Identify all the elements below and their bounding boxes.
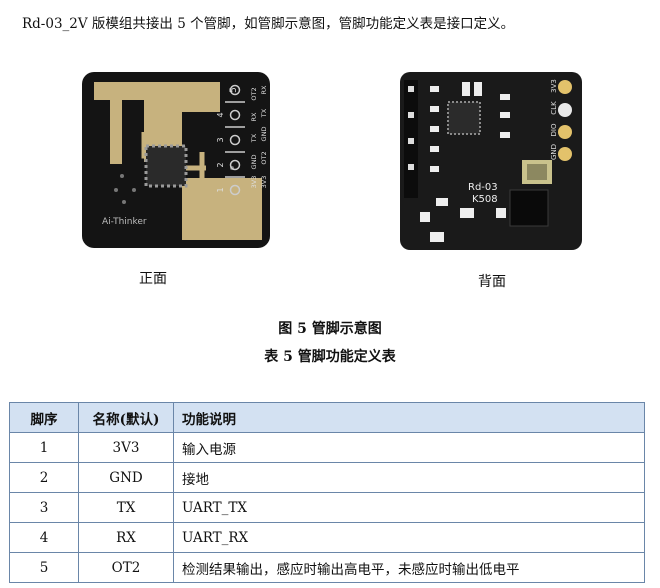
table-row: 4 RX UART_RX	[9, 522, 645, 553]
front-pin-label-inner-3: TX	[250, 133, 258, 143]
back-pad-label-3: DIO	[550, 123, 558, 136]
cell-pin-index: 2	[9, 462, 79, 493]
front-pin-label-inner-1: OT2	[250, 87, 258, 100]
cell-pin-index: 4	[9, 522, 79, 553]
cell-pin-name: OT2	[78, 552, 174, 583]
back-pad-label-1: 3V3	[550, 79, 558, 93]
header-pin-name: 名称(默认)	[78, 402, 174, 433]
cell-pin-name: TX	[78, 492, 174, 523]
pin-definition-table: 脚序 名称(默认) 功能说明 1 3V3 输入电源 2 GND 接地 3 TX …	[9, 402, 645, 583]
front-pin-number-2: 2	[216, 162, 225, 167]
front-pin-label-outer-2: TX	[260, 108, 268, 118]
cell-function: 检测结果输出，感应时输出高电平，未感应时输出低电平	[173, 552, 645, 583]
module-back-image: 3V3 CLK DIO GND Rd-03 K508	[400, 72, 582, 250]
front-pin-number-3: 3	[216, 137, 225, 142]
figure-caption: 图 5 管脚示意图	[278, 321, 382, 337]
back-pad-label-2: CLK	[550, 101, 558, 115]
front-brand: Ai-Thinker	[102, 217, 147, 227]
cell-pin-index: 5	[9, 552, 79, 583]
cell-function: UART_TX	[173, 492, 645, 523]
back-label: 背面	[478, 274, 506, 290]
cell-pin-name: GND	[78, 462, 174, 493]
front-pin-label-outer-3: GND	[260, 127, 268, 142]
cell-pin-name: RX	[78, 522, 174, 553]
cell-function: 接地	[173, 462, 645, 493]
cell-pin-index: 1	[9, 432, 79, 463]
front-pin-label-inner-2: RX	[250, 112, 258, 122]
front-pin-label-outer-4: OT2	[260, 151, 268, 164]
table-caption: 表 5 管脚功能定义表	[264, 349, 396, 365]
header-pin-index: 脚序	[9, 402, 79, 433]
table-row: 2 GND 接地	[9, 462, 645, 493]
back-pad-label-4: GND	[550, 144, 558, 160]
cell-function: 输入电源	[173, 432, 645, 463]
cell-pin-index: 3	[9, 492, 79, 523]
front-pin-number-4: 4	[216, 112, 225, 117]
header-function: 功能说明	[173, 402, 645, 433]
front-pin-label-outer-1: RX	[260, 85, 268, 95]
intro-paragraph: Rd-03_2V 版模组共接出 5 个管脚，如管脚示意图，管脚功能定义表是接口定…	[22, 16, 515, 32]
module-front-image: 5 Ai-Thinker OT2 RX TX GND 3V3 RX TX GND…	[82, 72, 270, 248]
front-label: 正面	[139, 271, 167, 287]
table-row: 1 3V3 输入电源	[9, 432, 645, 463]
front-pin-label-inner-4: GND	[250, 155, 258, 170]
table-header-row: 脚序 名称(默认) 功能说明	[9, 402, 645, 433]
front-pin-label-inner-5: 3V3	[250, 176, 258, 189]
cell-pin-name: 3V3	[78, 432, 174, 463]
front-pin-number-1: 1	[216, 187, 225, 192]
cell-function: UART_RX	[173, 522, 645, 553]
back-model-text: Rd-03	[468, 182, 498, 193]
table-row: 3 TX UART_TX	[9, 492, 645, 523]
front-pin-label-outer-5: 3V3	[260, 176, 268, 189]
front-pin-number-5: 5	[229, 87, 239, 93]
back-code-text: K508	[472, 194, 498, 205]
table-row: 5 OT2 检测结果输出，感应时输出高电平，未感应时输出低电平	[9, 552, 645, 583]
